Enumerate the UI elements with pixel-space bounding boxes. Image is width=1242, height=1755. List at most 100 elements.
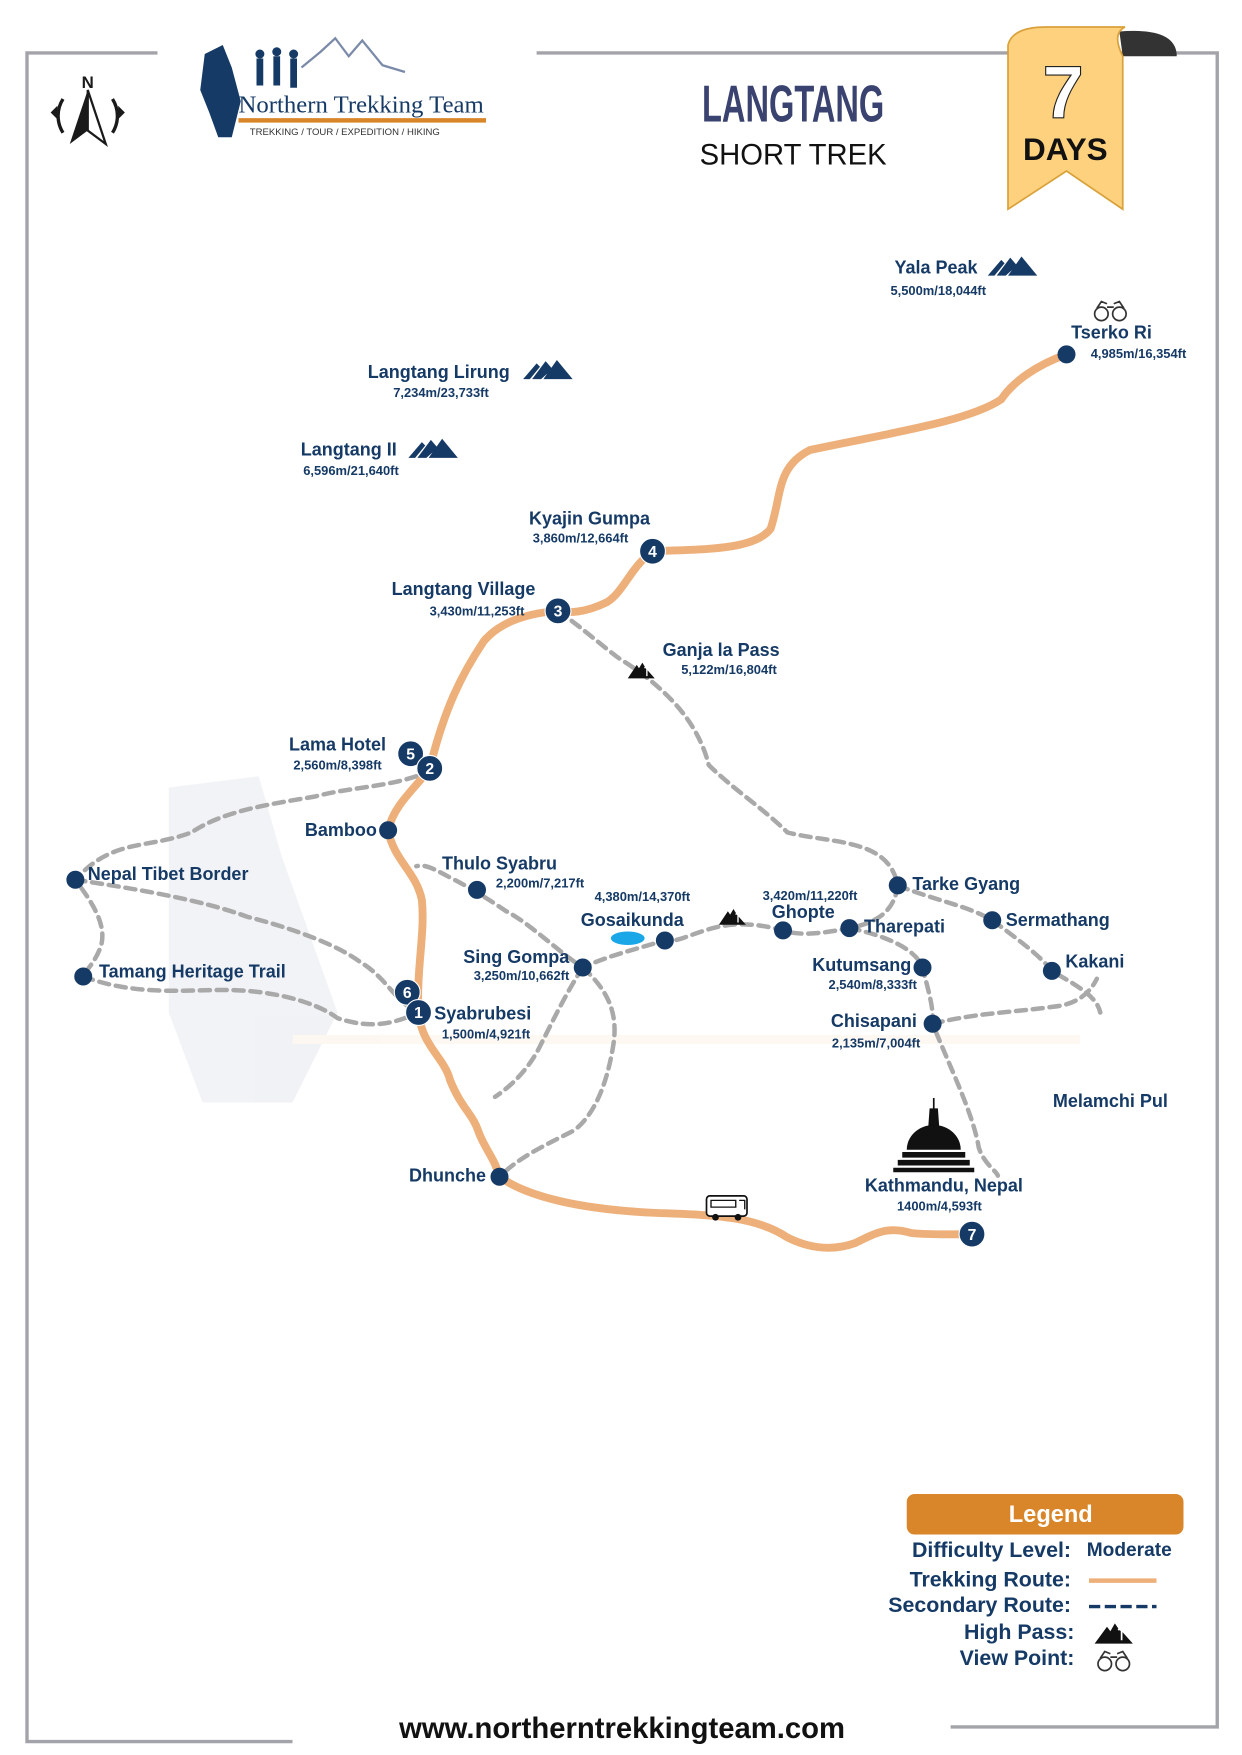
location-marker[interactable]: [66, 870, 85, 889]
legend-view-point-label: View Point:: [960, 1646, 1075, 1670]
place-nepal-tibet-border: Nepal Tibet Border: [66, 864, 248, 889]
compass-north-label: N: [82, 73, 94, 92]
location-marker[interactable]: [983, 911, 1002, 930]
secondary-route: [930, 976, 1100, 1026]
location-marker[interactable]: [913, 958, 932, 977]
place-name: Kyajin Gumpa: [529, 508, 651, 528]
watermark-logo: [168, 776, 1080, 1103]
logo-title: Northern Trekking Team: [239, 92, 484, 119]
page-title: LANGTANG: [702, 75, 884, 133]
place-thulo-syabru: Thulo Syabru 2,200m/7,217ft: [442, 854, 585, 899]
secondary-route: [492, 965, 585, 1100]
location-marker[interactable]: [1057, 345, 1076, 364]
days-label: DAYS: [1023, 131, 1108, 167]
place-sermathang: Sermathang: [983, 910, 1110, 930]
stupa-icon: [893, 1098, 975, 1173]
secondary-route: [72, 774, 419, 979]
place-name: Ghopte: [772, 902, 835, 922]
days-number: 7: [1042, 51, 1083, 134]
location-marker[interactable]: [655, 931, 674, 950]
day-stop-number: 6: [403, 985, 412, 1002]
place-name: Tamang Heritage Trail: [99, 962, 286, 982]
location-marker[interactable]: [888, 876, 907, 895]
place-langtang-ii: Langtang II6,596m/21,640ft: [301, 440, 400, 478]
place-name: Sermathang: [1006, 910, 1110, 930]
day-stop-number: 1: [414, 1005, 423, 1022]
place-ganja-la-pass: Ganja la Pass 5,122m/16,804ft: [663, 640, 780, 677]
website-link[interactable]: www.northerntrekkingteam.com: [398, 1713, 845, 1745]
place-altitude: 3,250m/10,662ft: [474, 968, 570, 983]
day-stop-marker[interactable]: [405, 999, 432, 1026]
place-name: Tarke Gyang: [912, 874, 1020, 894]
place-tamang-heritage-trail: Tamang Heritage Trail: [74, 962, 286, 986]
place-altitude: 7,234m/23,733ft: [393, 385, 489, 400]
day-stop-marker[interactable]: [416, 754, 444, 782]
place-altitude: 1,500m/4,921ft: [442, 1026, 531, 1041]
place-name: Sing Gompa: [463, 947, 570, 967]
place-name: Kakani: [1065, 952, 1124, 972]
day-stop-number: 3: [554, 604, 563, 621]
lake-icon: [610, 931, 645, 945]
location-marker[interactable]: [490, 1167, 509, 1186]
place-name: Langtang Village: [392, 579, 536, 599]
place-tharepati: Tharepati: [840, 917, 945, 938]
binoculars-icon: [1093, 300, 1127, 322]
day-stop-marker[interactable]: [544, 597, 572, 625]
place-tarke-gyang: Tarke Gyang: [888, 874, 1020, 895]
day-stop-marker[interactable]: [958, 1220, 986, 1248]
secondary-route: [497, 965, 617, 1179]
days-ribbon: 7 DAYS: [1007, 26, 1177, 211]
place-altitude: 4,985m/16,354ft: [1091, 346, 1187, 361]
trekking-route: [384, 350, 1071, 1252]
place-altitude: 1400m/4,593ft: [897, 1199, 982, 1214]
logo-tagline: TREKKING / TOUR / EXPEDITION / HIKING: [250, 127, 440, 138]
place-name: Langtang II: [301, 440, 397, 460]
place-altitude: 3,420m/11,220ft: [763, 888, 859, 903]
place-name: Yala Peak: [894, 257, 978, 277]
day-stop-marker[interactable]: [397, 740, 425, 768]
place-tserko-ri: Tserko Ri 4,985m/16,354ft: [1057, 323, 1187, 364]
location-marker[interactable]: [379, 821, 398, 840]
legend-high-pass-label: High Pass:: [964, 1620, 1074, 1644]
place-name: Tserko Ri: [1071, 323, 1152, 343]
place-altitude: 5,500m/18,044ft: [890, 283, 986, 298]
place-name: Ganja la Pass: [663, 640, 780, 660]
place-kakani: Kakani: [1042, 952, 1124, 980]
high-pass-icon: [718, 909, 746, 925]
place-langtang-village: 3 Langtang Village 3,430m/11,253ft: [392, 579, 572, 625]
legend-title: Legend: [1009, 1502, 1093, 1528]
location-marker[interactable]: [468, 880, 486, 899]
high-pass-icon: [627, 662, 655, 679]
location-marker[interactable]: [74, 967, 93, 986]
place-name: Tharepati: [864, 917, 945, 937]
day-stop-marker[interactable]: [639, 537, 666, 565]
location-marker[interactable]: [840, 919, 859, 938]
place-name: Thulo Syabru: [442, 854, 557, 874]
place-altitude: 5,122m/16,804ft: [681, 662, 777, 677]
location-marker[interactable]: [1042, 961, 1061, 980]
secondary-route: [81, 974, 421, 1027]
place-name: Syabrubesi: [434, 1003, 531, 1023]
place-name: Bamboo: [305, 820, 377, 840]
legend-trekking-label: Trekking Route:: [910, 1567, 1071, 1591]
place-altitude: 2,560m/8,398ft: [293, 758, 382, 773]
legend-difficulty-value: Moderate: [1087, 1540, 1172, 1561]
place-name: Lama Hotel: [289, 734, 386, 754]
location-marker[interactable]: [573, 958, 592, 977]
mountain-peak-icon: [523, 360, 573, 380]
page-subtitle: SHORT TREK: [700, 139, 887, 171]
legend-difficulty-label: Difficulty Level:: [912, 1538, 1071, 1562]
mountain-peak-icon: [987, 256, 1038, 276]
secondary-route: [73, 877, 421, 1015]
location-marker[interactable]: [923, 1014, 942, 1033]
location-marker[interactable]: [774, 921, 792, 940]
place-bamboo: Bamboo: [305, 820, 398, 840]
place-name: Melamchi Pul: [1053, 1091, 1168, 1111]
place-altitude: 2,200m/7,217ft: [496, 876, 585, 891]
company-logo: Northern Trekking Team TREKKING / TOUR /…: [200, 36, 486, 138]
place-altitude: 3,430m/11,253ft: [430, 603, 526, 618]
